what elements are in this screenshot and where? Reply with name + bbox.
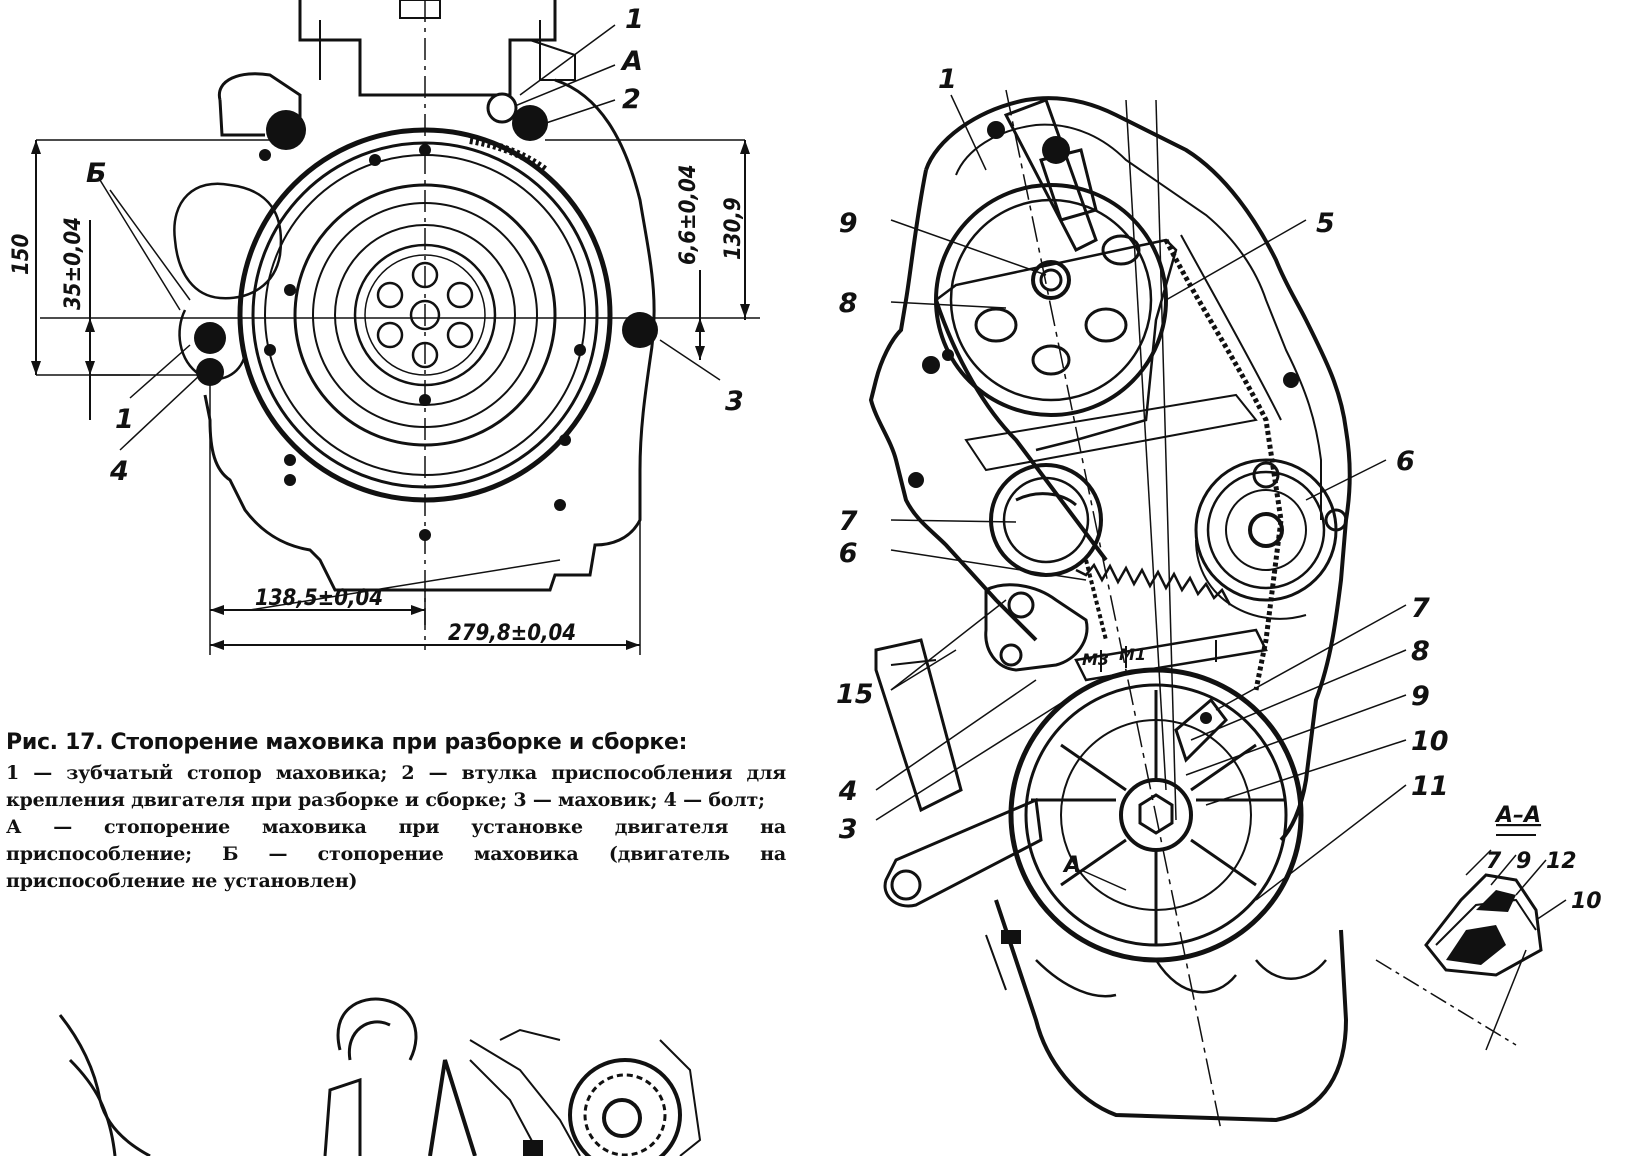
callout-17: 17 bbox=[836, 506, 858, 537]
callout-4: 4 bbox=[109, 456, 129, 487]
callout-18: 18 bbox=[836, 288, 858, 319]
caption-notes: А — стопорение маховика при установке дв… bbox=[6, 815, 786, 892]
callout-8: 8 bbox=[1411, 636, 1430, 667]
callout-10: 10 bbox=[1411, 726, 1449, 757]
callout-3: 3 bbox=[725, 386, 744, 417]
figure-caption: Рис. 17. Стопорение маховика при разборк… bbox=[6, 728, 786, 895]
mark-m3: М3 bbox=[1082, 650, 1109, 669]
callout-11: 11 bbox=[1411, 771, 1449, 802]
dim-130-9: 130,9 bbox=[721, 197, 746, 260]
callout-1-top: 1 bbox=[625, 4, 644, 35]
callout-a: А bbox=[620, 46, 643, 77]
callout-6: 6 bbox=[1396, 446, 1415, 477]
mark-m1: М1 bbox=[1119, 645, 1146, 664]
callout-13: 13 bbox=[836, 814, 858, 845]
caption-title: Рис. 17. Стопорение маховика при разборк… bbox=[6, 730, 688, 755]
callout-5: 5 bbox=[1316, 208, 1335, 239]
callout-15: 15 bbox=[836, 679, 874, 710]
callout-a-mark: А bbox=[1062, 853, 1081, 878]
partial-drawing-bottom bbox=[58, 997, 702, 1156]
flywheel-drawing: 1 А 2 Б 1 4 3 150 35±0,04 6,6±0,04 130,9… bbox=[9, 0, 760, 655]
dim-279-8: 279,8±0,04 bbox=[448, 621, 576, 646]
dim-6-6: 6,6±0,04 bbox=[676, 165, 701, 265]
section-callout-7: 7 bbox=[1486, 849, 1502, 874]
callout-1: 1 bbox=[938, 64, 957, 95]
callout-19: 19 bbox=[836, 208, 858, 239]
callout-1-left: 1 bbox=[115, 404, 134, 435]
section-callout-10: 10 bbox=[1571, 889, 1602, 914]
engine-timing-drawing: 1 19 18 5 6 17 16 7 8 9 10 11 15 14 13 А… bbox=[836, 64, 1602, 1131]
callout-9: 9 bbox=[1411, 681, 1430, 712]
dim-35: 35±0,04 bbox=[61, 217, 86, 310]
section-title: А–А bbox=[1494, 803, 1541, 828]
callout-b: Б bbox=[86, 158, 107, 189]
section-callout-9: 9 bbox=[1516, 849, 1531, 874]
callout-7: 7 bbox=[1411, 593, 1430, 624]
callout-16: 16 bbox=[836, 538, 858, 569]
callout-14: 14 bbox=[836, 776, 858, 807]
caption-items: 1 — зубчатый стопор маховика; 2 — втулка… bbox=[6, 761, 786, 811]
callout-2: 2 bbox=[622, 84, 641, 115]
dim-150: 150 bbox=[9, 233, 34, 275]
section-callout-12: 12 bbox=[1546, 849, 1577, 874]
dim-138-5: 138,5±0,04 bbox=[255, 586, 383, 611]
